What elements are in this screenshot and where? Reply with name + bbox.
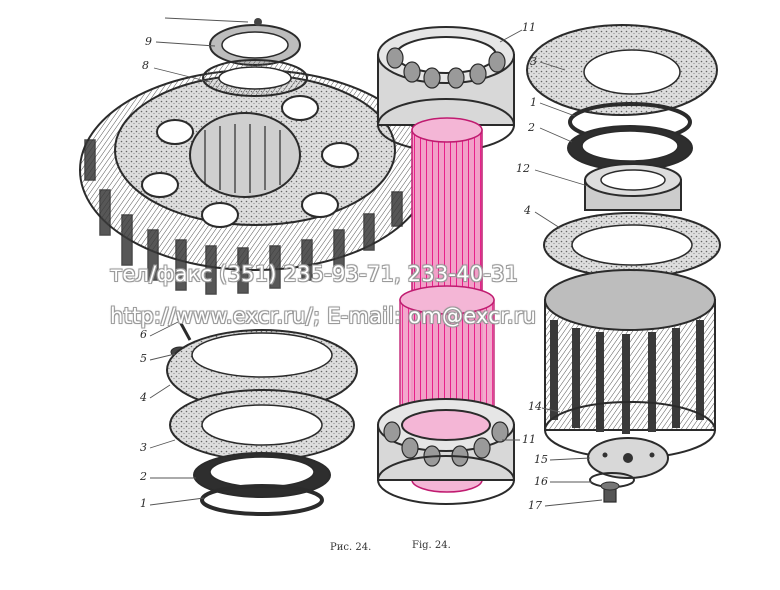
- callout-16: 16: [534, 475, 548, 488]
- callout-6: 6: [140, 328, 147, 341]
- bolt-17: [600, 481, 620, 503]
- callout-1-left: 1: [140, 497, 147, 510]
- callout-3-right: 3: [530, 55, 537, 68]
- callout-4-left: 4: [140, 391, 147, 404]
- seal-cup-2-left: [193, 452, 331, 498]
- watermark-phone: тел/факс (351) 235-93-71, 233-40-31: [110, 262, 519, 286]
- roller-bearing-lower: [377, 398, 515, 505]
- large-spur-gear: [79, 69, 431, 295]
- callout-1-right: 1: [530, 96, 537, 109]
- callout-8: 8: [142, 59, 149, 72]
- leader-lines: [149, 17, 603, 507]
- spacer-ring-12: [584, 163, 682, 211]
- retaining-ring-9: [209, 18, 301, 66]
- callout-3-left: 3: [140, 441, 147, 454]
- callout-15: 15: [534, 453, 548, 466]
- cover-ring-4-left: [166, 329, 358, 411]
- callout-11-bottom: 11: [522, 433, 536, 446]
- callout-17: 17: [528, 499, 542, 512]
- gear-hub-splines: [204, 124, 281, 193]
- gasket-plate-3-right: [526, 24, 718, 116]
- lock-plate-15: [587, 437, 669, 479]
- callout-12: 12: [516, 162, 530, 175]
- seal-ring-1-left: [200, 484, 324, 516]
- gasket-plate-3-left: [169, 389, 355, 461]
- seal-cup-2-right: [567, 125, 693, 171]
- pin-6: [176, 317, 192, 341]
- callout-2-right: 2: [528, 121, 535, 134]
- callout-11-top: 11: [522, 21, 536, 34]
- caption-ru: Рис. 24.: [330, 542, 372, 553]
- watermark-contacts: http://www.excr.ru/; E-mail: om@excr.ru: [110, 304, 537, 328]
- callout-9: 9: [145, 35, 152, 48]
- gear-lightening-holes: [141, 95, 359, 228]
- callout-14: 14: [528, 400, 542, 413]
- caption-en: Fig. 24.: [412, 540, 451, 551]
- ring-gear-8: [202, 59, 308, 97]
- callout-2-left: 2: [140, 470, 147, 483]
- callout-5: 5: [140, 352, 147, 365]
- pinion-gear-14: [544, 269, 716, 459]
- callout-4-right: 4: [524, 204, 531, 217]
- roller-bearing-upper: [377, 26, 515, 152]
- cover-ring-4-right: [543, 212, 721, 278]
